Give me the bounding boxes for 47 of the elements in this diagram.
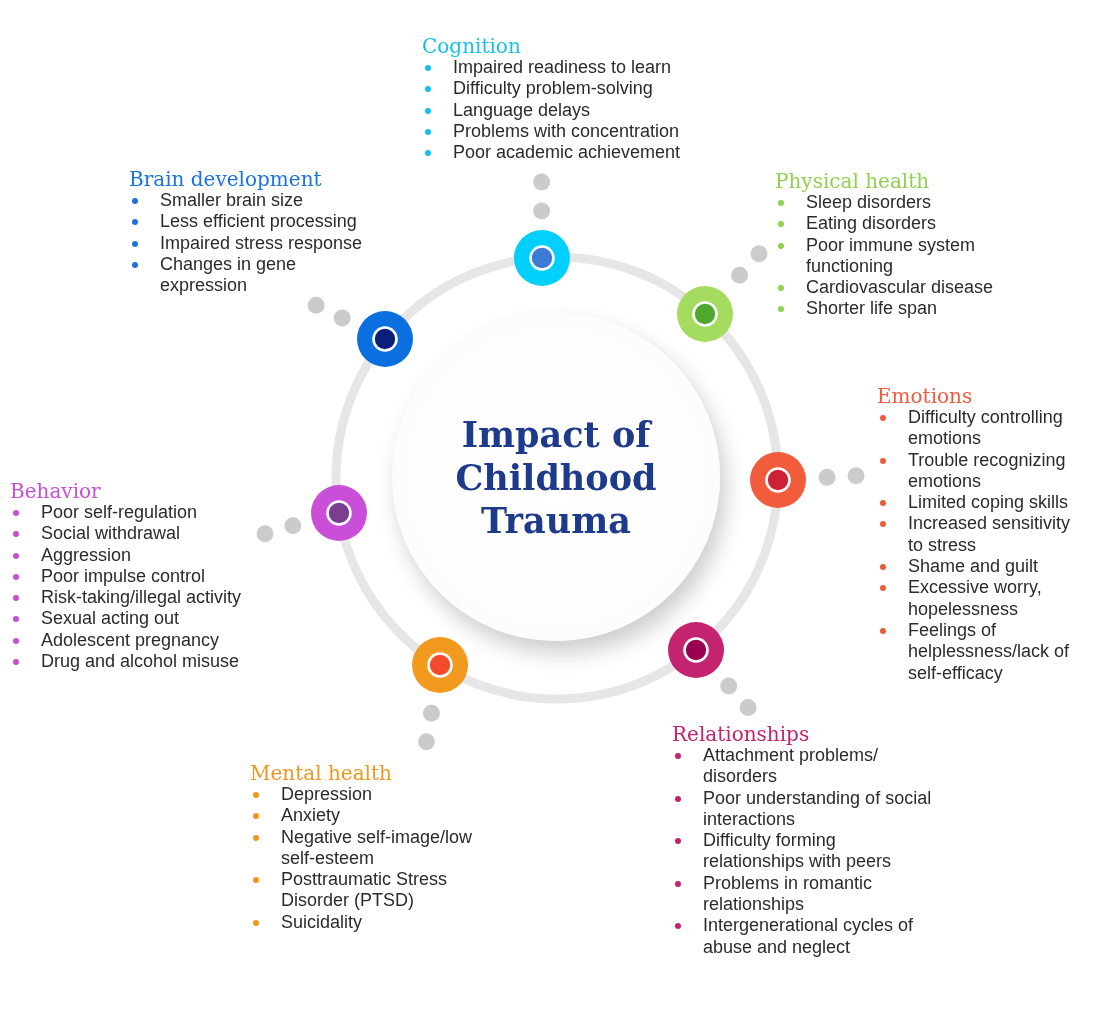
- list-item: Attachment problems/ disorders: [703, 745, 880, 788]
- list-item: Shame and guilt: [908, 556, 1039, 578]
- list-item: Poor self-regulation: [41, 502, 198, 524]
- list-item: Difficulty controlling emotions: [908, 407, 1064, 450]
- list-item: Shorter life span: [806, 298, 938, 320]
- list-item: Risk-taking/illegal activity: [41, 587, 242, 609]
- list-item: Adolescent pregnancy: [41, 629, 220, 652]
- list-item: Impaired readiness to learn: [453, 57, 672, 79]
- center-heading: Impact of Childhood Trauma: [454, 412, 658, 542]
- list-item: Smaller brain size: [160, 190, 304, 212]
- list-item: Changes in gene expression: [160, 253, 298, 297]
- list-item: Aggression: [41, 544, 132, 566]
- list-item: Limited coping skills: [908, 492, 1069, 514]
- list-item: Difficulty forming relationships with peers: [703, 830, 893, 873]
- list-item: Cardiovascular disease: [806, 277, 994, 299]
- list-item: Language delays: [453, 99, 591, 121]
- list-item: Anxiety: [281, 805, 341, 827]
- list-item: Trouble recognizing emotions: [908, 449, 1067, 493]
- list-item: Problems in romantic relationships: [703, 872, 874, 916]
- list-item: Suicidality: [281, 911, 363, 934]
- list-item: Poor academic achievement: [453, 142, 681, 164]
- list-item: Difficulty problem-solving: [453, 78, 653, 100]
- list-item: Posttraumatic Stress Disorder (PTSD): [281, 869, 449, 912]
- category-heading: Behavior: [10, 480, 101, 502]
- category-heading: Cognition: [422, 35, 521, 57]
- list-item: Drug and alcohol misuse: [41, 651, 240, 673]
- list-item: Less efficient processing: [160, 211, 357, 233]
- list-item: Excessive worry, hopelessness: [908, 577, 1043, 620]
- list-item: Intergenerational cycles of abuse and neglect: [703, 915, 915, 958]
- list-item: Social withdrawal: [41, 523, 181, 545]
- list-item: Poor impulse control: [41, 565, 206, 588]
- list-item: Negative self-image/low self-esteem: [281, 826, 474, 870]
- list-item: Poor understanding of social interactions: [703, 787, 933, 831]
- category-heading: Emotions: [877, 385, 973, 407]
- category-heading: Mental health: [250, 762, 392, 784]
- list-item: Increased sensitivity to stress: [908, 513, 1072, 557]
- list-item: Feelings of helplessness/lack of self-efficacy: [908, 619, 1071, 684]
- list-item: Sexual acting out: [41, 608, 180, 630]
- list-item: Depression: [281, 784, 373, 806]
- list-item: Problems with concentration: [453, 120, 680, 143]
- category-heading: Brain development: [129, 168, 322, 190]
- category-heading: Physical health: [775, 170, 930, 192]
- list-item: Sleep disorders: [806, 192, 932, 214]
- list-item: Poor immune system functioning: [806, 234, 977, 278]
- list-item: Impaired stress response: [160, 232, 363, 254]
- category-heading: Relationships: [672, 723, 810, 745]
- list-item: Eating disorders: [806, 213, 937, 235]
